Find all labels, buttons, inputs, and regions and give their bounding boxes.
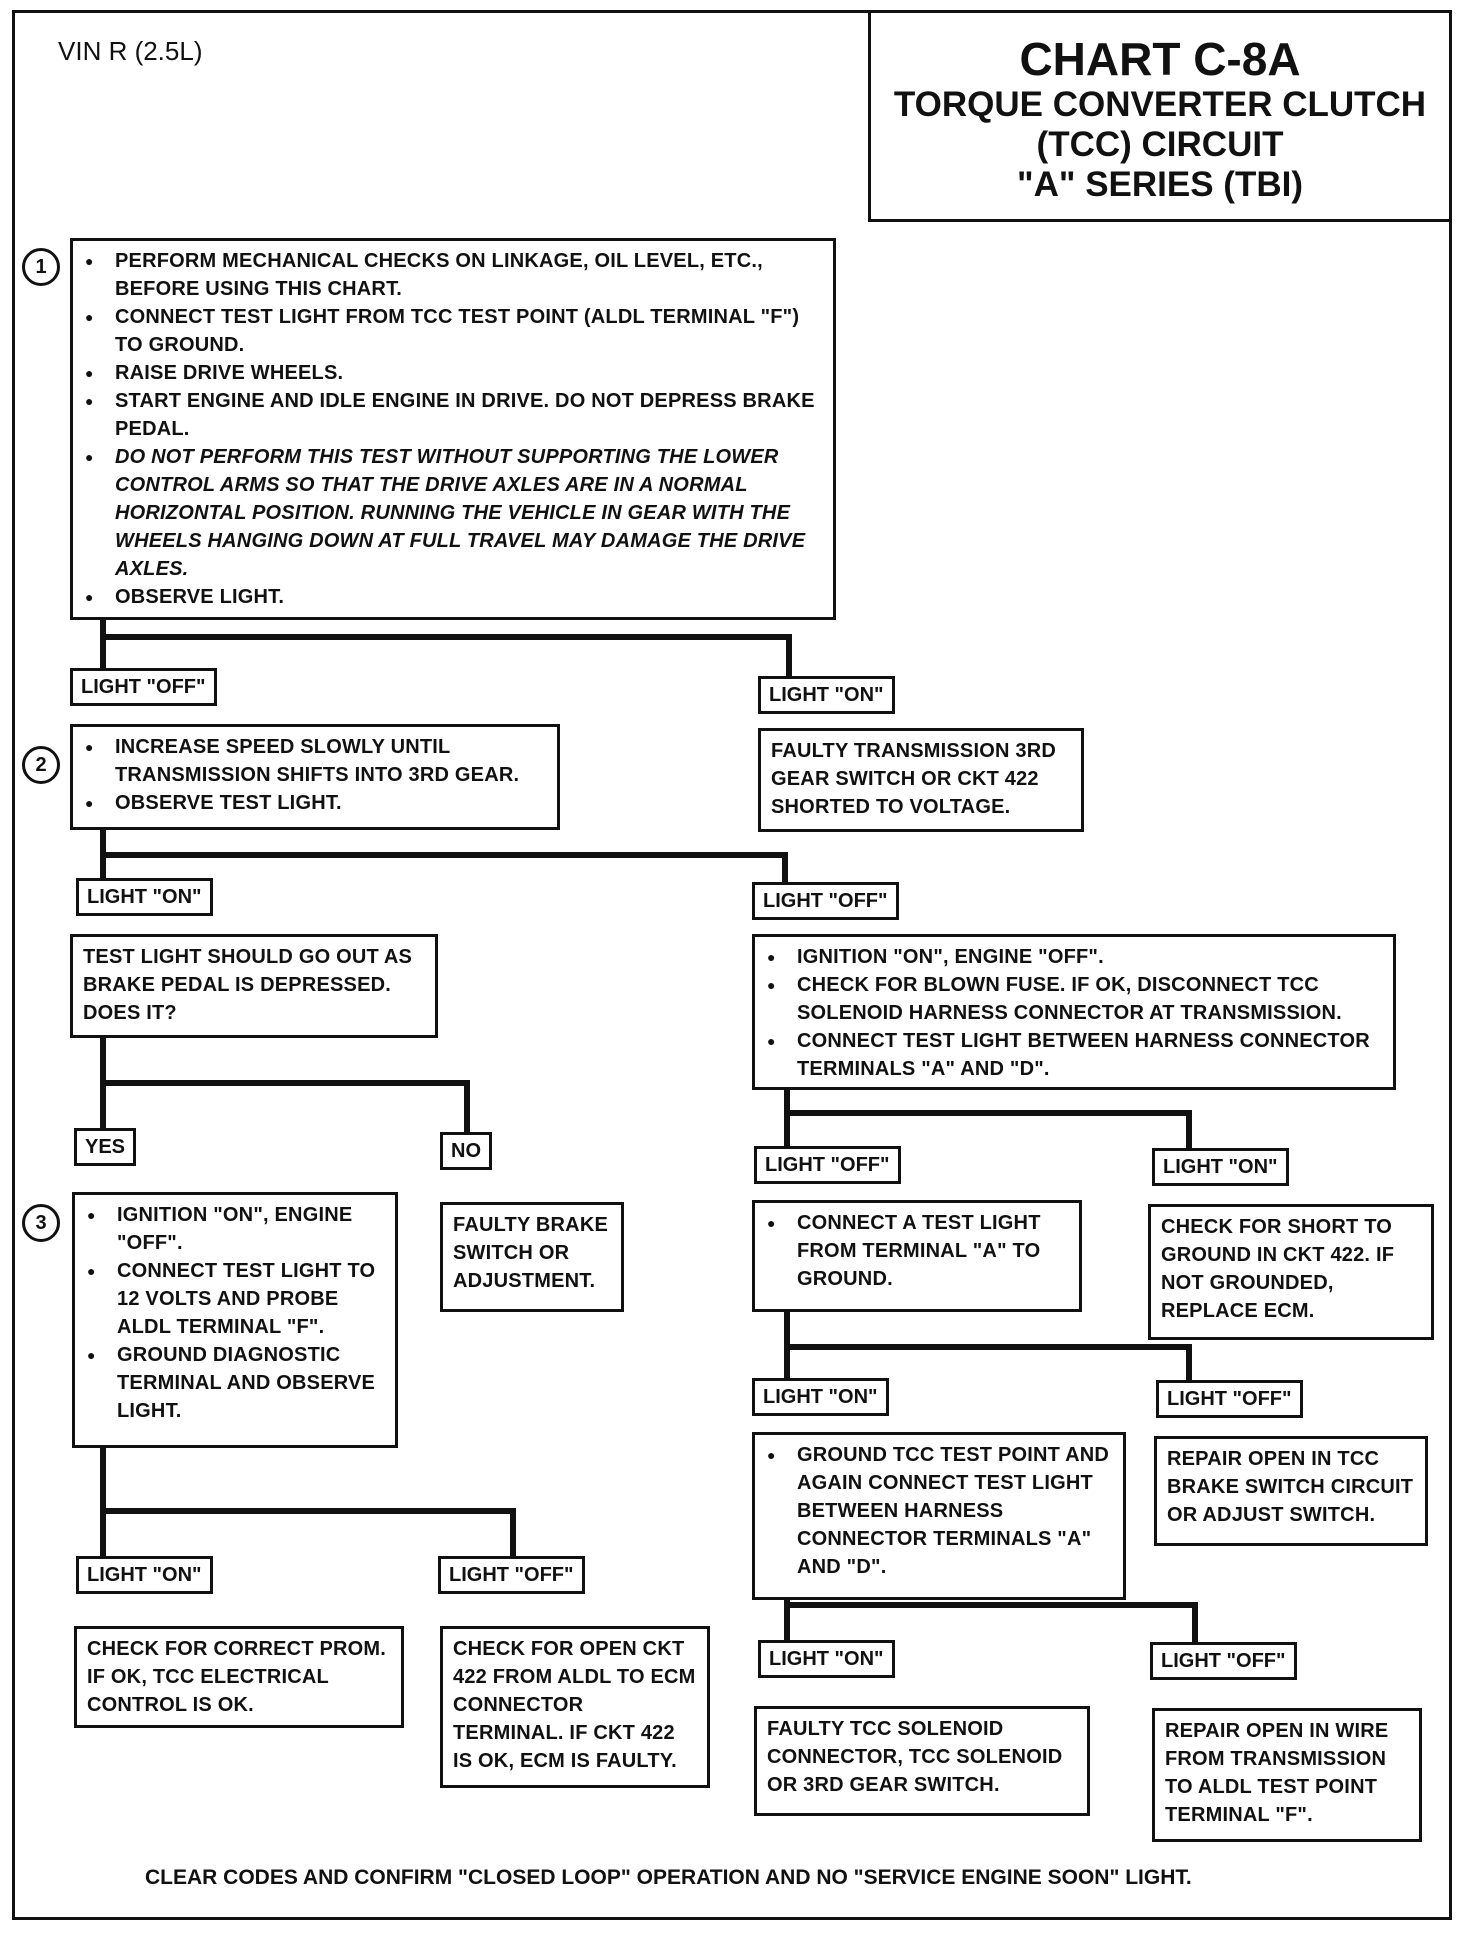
check-open-422-box: CHECK FOR OPEN CKT 422 FROM ALDL TO ECM … xyxy=(440,1626,710,1788)
connector-line xyxy=(1186,1110,1192,1150)
connector-line xyxy=(100,1026,106,1128)
repair-open-wire-box: REPAIR OPEN IN WIRE FROM TRANSMISSION TO… xyxy=(1152,1708,1422,1842)
faulty-solenoid-box: FAULTY TCC SOLENOID CONNECTOR, TCC SOLEN… xyxy=(754,1706,1090,1816)
step1-item: START ENGINE AND IDLE ENGINE IN DRIVE. D… xyxy=(83,387,823,443)
step2-item: OBSERVE TEST LIGHT. xyxy=(83,789,547,817)
label-light-off: LIGHT "OFF" xyxy=(438,1556,585,1594)
connector-line xyxy=(100,634,792,640)
connector-line xyxy=(786,634,792,676)
step-marker-3: 3 xyxy=(22,1204,60,1242)
step1-item: OBSERVE LIGHT. xyxy=(83,583,823,611)
label-yes: YES xyxy=(74,1128,137,1166)
label-light-on: LIGHT "ON" xyxy=(1152,1148,1289,1186)
connector-line xyxy=(784,1602,1198,1608)
connector-line xyxy=(1192,1602,1198,1646)
step1-item: RAISE DRIVE WHEELS. xyxy=(83,359,823,387)
ignition-check-item: CHECK FOR BLOWN FUSE. IF OK, DISCONNECT … xyxy=(765,971,1383,1027)
repair-brake-switch-box: REPAIR OPEN IN TCC BRAKE SWITCH CIRCUIT … xyxy=(1154,1436,1428,1546)
title-box: CHART C-8A TORQUE CONVERTER CLUTCH (TCC)… xyxy=(868,10,1452,222)
faulty-3rd-gear-box: FAULTY TRANSMISSION 3RD GEAR SWITCH OR C… xyxy=(758,728,1084,832)
step3-item: CONNECT TEST LIGHT TO 12 VOLTS AND PROBE… xyxy=(85,1257,385,1341)
connector-line xyxy=(784,1084,790,1148)
step1-item: CONNECT TEST LIGHT FROM TCC TEST POINT (… xyxy=(83,303,823,359)
step3-item: GROUND DIAGNOSTIC TERMINAL AND OBSERVE L… xyxy=(85,1341,385,1425)
label-light-off: LIGHT "OFF" xyxy=(1156,1380,1303,1418)
label-light-on: LIGHT "ON" xyxy=(76,878,213,916)
connector-line xyxy=(782,852,788,882)
faulty-brake-box: FAULTY BRAKE SWITCH OR ADJUSTMENT. xyxy=(440,1202,624,1312)
step2-item: INCREASE SPEED SLOWLY UNTIL TRANSMISSION… xyxy=(83,733,547,789)
step1-item: PERFORM MECHANICAL CHECKS ON LINKAGE, OI… xyxy=(83,247,823,303)
step-marker-2: 2 xyxy=(22,746,60,784)
connector-line xyxy=(784,1302,790,1382)
step1-box: PERFORM MECHANICAL CHECKS ON LINKAGE, OI… xyxy=(70,238,836,620)
label-light-off: LIGHT "OFF" xyxy=(1150,1642,1297,1680)
label-light-on: LIGHT "ON" xyxy=(752,1378,889,1416)
connect-terminal-a-box: CONNECT A TEST LIGHT FROM TERMINAL "A" T… xyxy=(752,1200,1082,1312)
chart-subtitle-1: TORQUE CONVERTER CLUTCH xyxy=(893,85,1427,124)
connector-line xyxy=(1186,1344,1192,1382)
footer-note: CLEAR CODES AND CONFIRM "CLOSED LOOP" OP… xyxy=(145,1866,1192,1889)
connector-line xyxy=(510,1508,516,1558)
ignition-check-item: IGNITION "ON", ENGINE "OFF". xyxy=(765,943,1383,971)
step3-item: IGNITION "ON", ENGINE "OFF". xyxy=(85,1201,385,1257)
chart-title: CHART C-8A xyxy=(1019,33,1301,85)
label-light-on: LIGHT "ON" xyxy=(758,676,895,714)
step3-box: IGNITION "ON", ENGINE "OFF". CONNECT TES… xyxy=(72,1192,398,1448)
label-light-on: LIGHT "ON" xyxy=(758,1640,895,1678)
chart-frame xyxy=(12,10,1452,1920)
ground-tcc-item: GROUND TCC TEST POINT AND AGAIN CONNECT … xyxy=(765,1441,1113,1581)
vin-label: VIN R (2.5L) xyxy=(58,36,203,66)
label-light-off: LIGHT "OFF" xyxy=(754,1146,901,1184)
connector-line xyxy=(100,1508,516,1514)
label-light-off: LIGHT "OFF" xyxy=(752,882,899,920)
ignition-check-item: CONNECT TEST LIGHT BETWEEN HARNESS CONNE… xyxy=(765,1027,1383,1083)
brake-question-box: TEST LIGHT SHOULD GO OUT AS BRAKE PEDAL … xyxy=(70,934,438,1038)
connector-line xyxy=(100,1080,470,1086)
label-light-on: LIGHT "ON" xyxy=(76,1556,213,1594)
connector-line xyxy=(784,1344,1192,1350)
label-no: NO xyxy=(440,1132,492,1170)
connector-line xyxy=(100,852,788,858)
ground-tcc-box: GROUND TCC TEST POINT AND AGAIN CONNECT … xyxy=(752,1432,1126,1600)
short-to-ground-box: CHECK FOR SHORT TO GROUND IN CKT 422. IF… xyxy=(1148,1204,1434,1340)
step1-warning: DO NOT PERFORM THIS TEST WITHOUT SUPPORT… xyxy=(83,443,823,583)
connector-line xyxy=(784,1110,1192,1116)
connect-terminal-a-item: CONNECT A TEST LIGHT FROM TERMINAL "A" T… xyxy=(765,1209,1069,1293)
connector-line xyxy=(100,818,106,878)
label-light-off: LIGHT "OFF" xyxy=(70,668,217,706)
connector-line xyxy=(464,1080,470,1132)
connector-line xyxy=(100,1436,106,1556)
step-marker-1: 1 xyxy=(22,248,60,286)
step2-box: INCREASE SPEED SLOWLY UNTIL TRANSMISSION… xyxy=(70,724,560,830)
ignition-check-box: IGNITION "ON", ENGINE "OFF". CHECK FOR B… xyxy=(752,934,1396,1090)
connector-line xyxy=(100,612,106,668)
chart-subtitle-3: "A" SERIES (TBI) xyxy=(1017,165,1303,204)
chart-subtitle-2: (TCC) CIRCUIT xyxy=(1036,125,1284,164)
check-prom-box: CHECK FOR CORRECT PROM. IF OK, TCC ELECT… xyxy=(74,1626,404,1728)
